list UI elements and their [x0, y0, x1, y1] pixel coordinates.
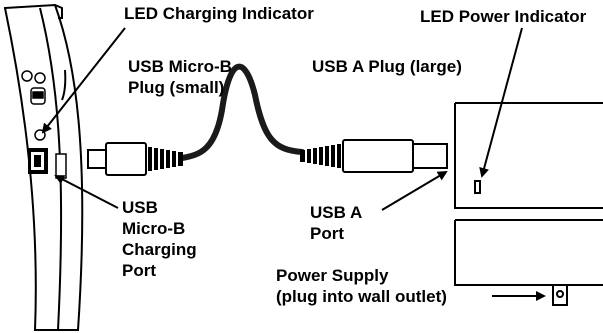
usb-micro-b-charging-port — [28, 148, 67, 179]
usb-a-plug-label: USB A Plug (large) — [312, 57, 462, 76]
usb-micro-b-port-label-line4: Port — [122, 261, 156, 280]
usb-micro-b-port-label-line1: USB — [122, 198, 158, 217]
usb-micro-b-plug-label-line2: Plug (small) — [128, 78, 225, 97]
arrow-usb-a-port — [381, 170, 448, 211]
power-supply-label-line2: (plug into wall outlet) — [276, 287, 447, 306]
power-supply — [454, 102, 603, 306]
arrow-led-charging — [41, 27, 126, 134]
led-charging-indicator-label: LED Charging Indicator — [124, 4, 314, 23]
callout-arrows — [41, 27, 546, 301]
power-supply-label: Power Supply (plug into wall outlet) — [276, 265, 447, 307]
arrow-led-power — [479, 27, 523, 178]
usb-micro-b-plug-label: USB Micro-B Plug (small) — [128, 56, 232, 98]
usb-micro-b-charging-port-label: USB Micro-B Charging Port — [122, 197, 197, 281]
usb-micro-b-plug — [87, 142, 183, 176]
led-power-indicator-label: LED Power Indicator — [420, 7, 587, 26]
usb-a-port-label: USB A Port — [310, 202, 362, 244]
device-controls — [21, 70, 46, 141]
usb-a-plug — [300, 139, 448, 173]
usb-a-port-label-line2: Port — [310, 224, 344, 243]
usb-micro-b-port-label-line3: Charging — [122, 240, 197, 259]
power-supply-label-line1: Power Supply — [276, 266, 389, 285]
usb-a-port-label-line1: USB A — [310, 203, 363, 222]
usb-micro-b-plug-label-line1: USB Micro-B — [128, 57, 232, 76]
usb-micro-b-port-label-line2: Micro-B — [122, 219, 186, 238]
usb-cable — [179, 63, 305, 161]
arrow-micro-b-port — [54, 175, 119, 209]
